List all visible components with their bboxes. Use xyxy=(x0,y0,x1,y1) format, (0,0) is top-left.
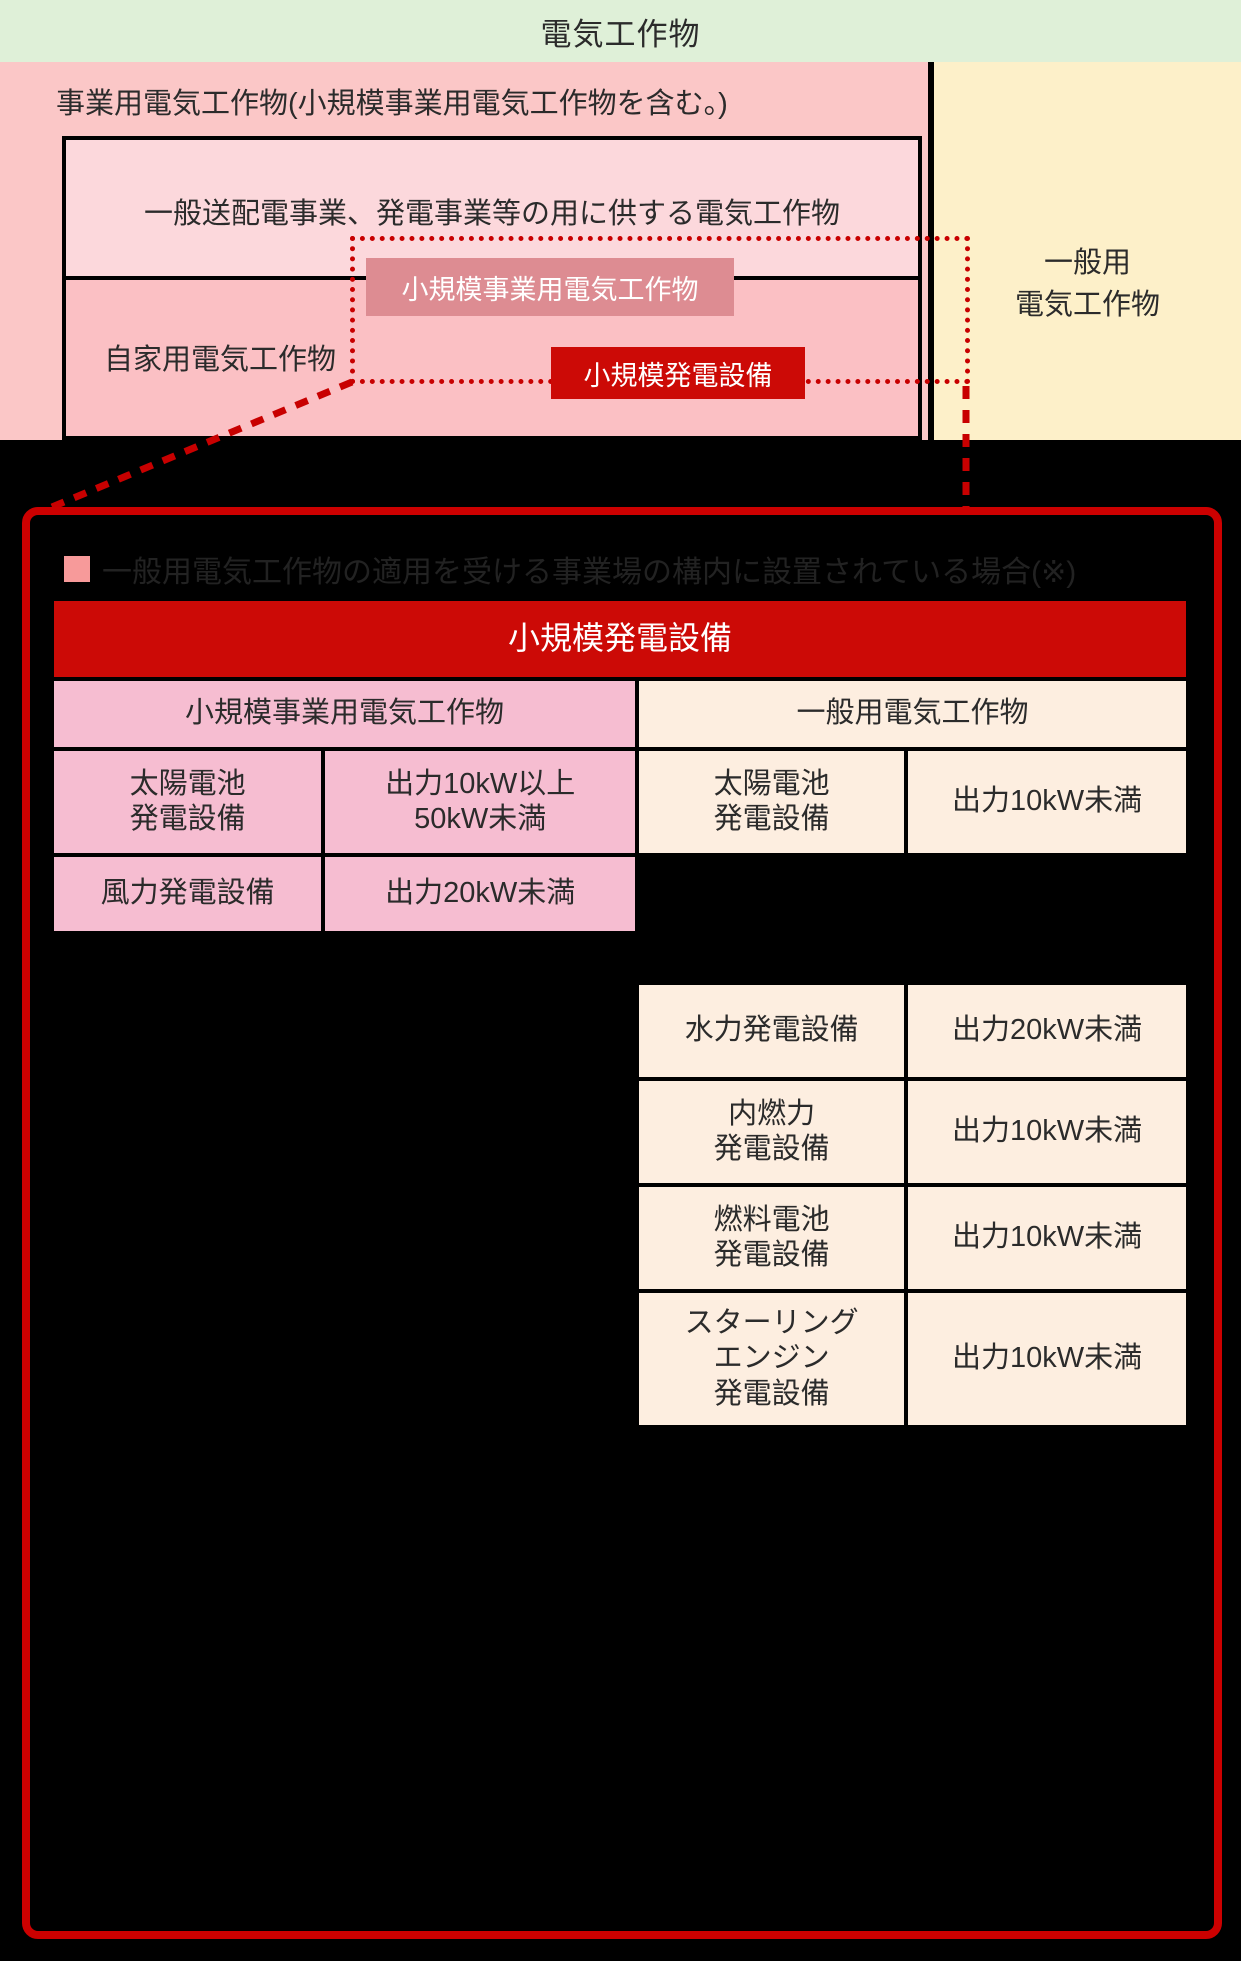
electrical-installation-hierarchy-diagram: 電気工作物 一般用 電気工作物 事業用電気工作物(小規模事業用電気工作物を含む。… xyxy=(0,0,1241,440)
left-equipment-wind: 風力発電設備 xyxy=(54,857,322,931)
left-equipment-solar-line2: 発電設備 xyxy=(129,803,246,835)
table-row: 内燃力 発電設備 出力10kW未満 xyxy=(54,1081,1186,1183)
right-equipment-internal-combustion: 内燃力 発電設備 xyxy=(639,1081,905,1183)
small-generation-equipment-table: 小規模発電設備 小規模事業用電気工作物 一般用電気工作物 太陽電池 発電設備 出… xyxy=(50,597,1190,1429)
table-row-group-headers: 小規模事業用電気工作物 一般用電気工作物 xyxy=(54,681,1186,747)
empty-cell xyxy=(54,935,321,981)
right-equipment-solar-line2: 発電設備 xyxy=(713,803,830,835)
general-use-installation-block: 一般用 電気工作物 xyxy=(934,62,1241,440)
right-equipment-stirling-engine-line3: 発電設備 xyxy=(713,1377,830,1410)
right-equipment-hydro: 水力発電設備 xyxy=(639,985,905,1077)
small-business-installation-badge: 小規模事業用電気工作物 xyxy=(366,258,734,316)
right-equipment-stirling-engine-line2: エンジン xyxy=(713,1342,830,1375)
left-output-solar-line1: 出力10kW以上 xyxy=(385,767,576,800)
transmission-generation-installation-label: 一般送配電事業、発電事業等の用に供する電気工作物 xyxy=(143,198,840,230)
group-header-general-use: 一般用電気工作物 xyxy=(639,681,1186,747)
empty-cell xyxy=(54,1081,321,1183)
legend: 一般用電気工作物の適用を受ける事業場の構内に設置されている場合(※) xyxy=(64,547,1076,591)
table-row: 太陽電池 発電設備 出力10kW以上 50kW未満 太陽電池 発電設備 出力10… xyxy=(54,751,1186,853)
right-output-fuel-cell: 出力10kW未満 xyxy=(908,1187,1186,1289)
left-output-solar-line2: 50kW未満 xyxy=(414,803,547,835)
table-row: 燃料電池 発電設備 出力10kW未満 xyxy=(54,1187,1186,1289)
empty-cell xyxy=(325,985,635,1077)
left-output-wind: 出力20kW未満 xyxy=(325,857,636,931)
empty-cell xyxy=(325,1081,635,1183)
empty-cell xyxy=(54,1293,321,1425)
left-equipment-solar: 太陽電池 発電設備 xyxy=(54,751,322,853)
table-row-caption: 小規模発電設備 xyxy=(54,601,1186,677)
empty-cell xyxy=(908,857,1186,931)
right-equipment-fuel-cell-line1: 燃料電池 xyxy=(713,1203,830,1236)
small-generation-equipment-detail-panel: 一般用電気工作物の適用を受ける事業場の構内に設置されている場合(※) 小規模発電… xyxy=(22,507,1222,1939)
right-equipment-stirling-engine: スターリング エンジン 発電設備 xyxy=(639,1293,905,1425)
right-output-solar: 出力10kW未満 xyxy=(908,751,1186,853)
empty-cell xyxy=(325,1293,635,1425)
general-use-installation-label-line1: 一般用 xyxy=(1043,247,1131,279)
left-output-solar: 出力10kW以上 50kW未満 xyxy=(325,751,636,853)
table-caption: 小規模発電設備 xyxy=(54,601,1186,677)
general-use-installation-label: 一般用 電気工作物 xyxy=(934,242,1241,326)
small-generation-equipment-badge: 小規模発電設備 xyxy=(551,347,805,399)
table-row: 水力発電設備 出力20kW未満 xyxy=(54,985,1186,1077)
table-row: 風力発電設備 出力20kW未満 xyxy=(54,857,1186,931)
table-row: スターリング エンジン 発電設備 出力10kW未満 xyxy=(54,1293,1186,1425)
empty-cell xyxy=(325,935,635,981)
table-row-spacer xyxy=(54,935,1186,981)
diagram-title: 電気工作物 xyxy=(0,0,1241,68)
right-equipment-stirling-engine-line1: スターリング xyxy=(684,1306,859,1339)
legend-color-swatch-icon xyxy=(64,556,90,582)
right-equipment-solar-line1: 太陽電池 xyxy=(713,767,830,800)
empty-cell xyxy=(639,935,904,981)
right-equipment-fuel-cell-line2: 発電設備 xyxy=(713,1239,830,1271)
empty-cell xyxy=(908,935,1186,981)
group-header-small-business: 小規模事業用電気工作物 xyxy=(54,681,636,747)
private-use-installation-label: 自家用電気工作物 xyxy=(104,344,337,376)
right-output-hydro: 出力20kW未満 xyxy=(908,985,1186,1077)
right-output-internal-combustion: 出力10kW未満 xyxy=(908,1081,1186,1183)
right-equipment-fuel-cell: 燃料電池 発電設備 xyxy=(639,1187,905,1289)
right-equipment-solar: 太陽電池 発電設備 xyxy=(639,751,905,853)
business-use-installation-label: 事業用電気工作物(小規模事業用電気工作物を含む。) xyxy=(56,88,728,120)
right-equipment-internal-combustion-line1: 内燃力 xyxy=(728,1097,816,1130)
right-output-stirling-engine: 出力10kW未満 xyxy=(908,1293,1186,1425)
right-equipment-internal-combustion-line2: 発電設備 xyxy=(713,1133,830,1165)
legend-label: 一般用電気工作物の適用を受ける事業場の構内に設置されている場合(※) xyxy=(102,556,1077,589)
general-use-installation-label-line2: 電気工作物 xyxy=(1014,289,1160,322)
empty-cell xyxy=(54,985,321,1077)
empty-cell xyxy=(325,1187,635,1289)
empty-cell xyxy=(54,1187,321,1289)
left-equipment-solar-line1: 太陽電池 xyxy=(129,767,246,800)
empty-cell xyxy=(639,857,904,931)
